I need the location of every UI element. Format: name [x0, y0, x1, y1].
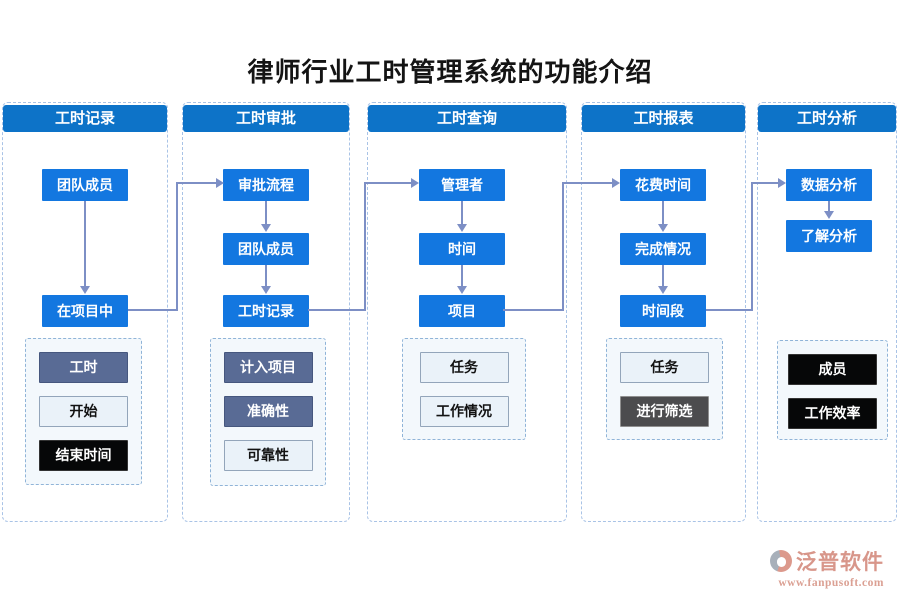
connector-line — [176, 182, 178, 311]
feature-reliability: 可靠性 — [223, 440, 313, 471]
flow-box-time-spent: 花费时间 — [620, 169, 706, 201]
feature-work-status: 工作情况 — [419, 396, 509, 427]
feature-group-report: 任务 进行筛选 — [606, 338, 723, 440]
arrow-down-icon — [658, 286, 668, 294]
connector-line — [176, 182, 217, 184]
flow-box-approval-process: 审批流程 — [223, 169, 309, 201]
connector-line — [503, 309, 564, 311]
flow-box-data-analysis: 数据分析 — [786, 169, 872, 201]
arrow-right-icon — [612, 178, 620, 188]
feature-count-into-project: 计入项目 — [223, 352, 313, 383]
header-worktime-approval: 工时审批 — [183, 105, 349, 132]
footer-brand: 泛普软件 www.fanpusoft.com — [770, 546, 884, 589]
connector-line — [562, 182, 613, 184]
brand-url: www.fanpusoft.com — [778, 577, 884, 589]
feature-accuracy: 准确性 — [223, 396, 313, 427]
feature-filter: 进行筛选 — [620, 396, 709, 427]
connector-line — [461, 265, 463, 286]
arrow-down-icon — [824, 211, 834, 219]
flow-box-team-members: 团队成员 — [42, 169, 128, 201]
flow-box-time: 时间 — [419, 233, 505, 265]
feature-group-approval: 计入项目 准确性 可靠性 — [210, 338, 326, 486]
feature-group-analysis: 成员 工作效率 — [777, 340, 888, 440]
feature-work-efficiency: 工作效率 — [788, 398, 877, 429]
arrow-right-icon — [411, 178, 419, 188]
header-worktime-analysis: 工时分析 — [758, 105, 896, 132]
feature-start: 开始 — [39, 396, 128, 427]
arrow-down-icon — [261, 224, 271, 232]
flow-box-completion-status: 完成情况 — [620, 233, 706, 265]
feature-group-query: 任务 工作情况 — [402, 338, 526, 440]
connector-line — [706, 309, 753, 311]
flow-box-team-members-2: 团队成员 — [223, 233, 309, 265]
arrow-right-icon — [216, 178, 224, 188]
fanpu-logo-icon — [770, 550, 792, 572]
feature-worktime: 工时 — [39, 352, 128, 383]
arrow-down-icon — [80, 286, 90, 294]
connector-line — [751, 182, 753, 311]
arrow-down-icon — [457, 224, 467, 232]
connector-line — [751, 182, 779, 184]
arrow-down-icon — [261, 286, 271, 294]
connector-line — [308, 309, 366, 311]
column-worktime-analysis — [757, 102, 897, 522]
flow-box-understand-analysis: 了解分析 — [786, 220, 872, 252]
arrow-down-icon — [658, 224, 668, 232]
arrow-down-icon — [457, 286, 467, 294]
feature-members: 成员 — [788, 354, 877, 385]
flow-box-time-period: 时间段 — [620, 295, 706, 327]
connector-line — [128, 309, 178, 311]
connector-line — [265, 265, 267, 286]
flow-box-manager: 管理者 — [419, 169, 505, 201]
connector-line — [562, 182, 564, 311]
feature-task-2: 任务 — [620, 352, 709, 383]
feature-task: 任务 — [419, 352, 509, 383]
connector-line — [662, 265, 664, 286]
connector-line — [265, 201, 267, 224]
flow-box-in-project: 在项目中 — [42, 295, 128, 327]
flow-box-worktime-record: 工时记录 — [223, 295, 309, 327]
header-worktime-record: 工时记录 — [3, 105, 167, 132]
feature-group-record: 工时 开始 结束时间 — [25, 338, 142, 485]
page-title: 律师行业工时管理系统的功能介绍 — [247, 58, 653, 87]
connector-line — [364, 182, 412, 184]
connector-line — [364, 182, 366, 311]
brand-name: 泛普软件 — [796, 551, 884, 574]
connector-line — [828, 201, 830, 211]
header-worktime-report: 工时报表 — [582, 105, 745, 132]
connector-line — [84, 201, 86, 287]
header-worktime-query: 工时查询 — [368, 105, 566, 132]
flow-box-project: 项目 — [419, 295, 505, 327]
arrow-right-icon — [778, 178, 786, 188]
connector-line — [662, 201, 664, 224]
connector-line — [461, 201, 463, 224]
feature-end-time: 结束时间 — [39, 440, 128, 471]
